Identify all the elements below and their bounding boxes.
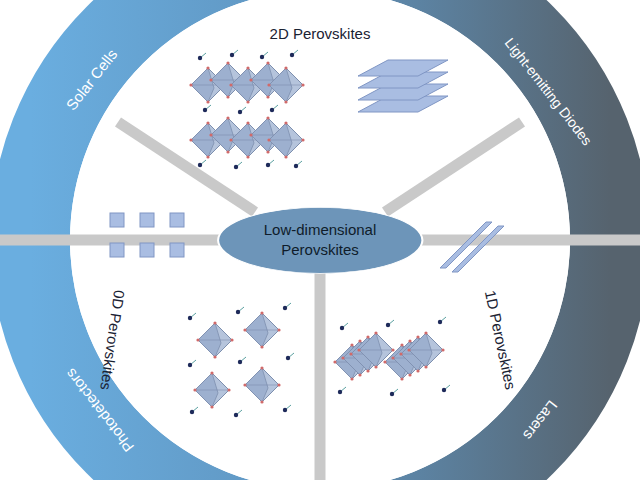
ellipse-outline xyxy=(216,206,425,275)
center-ellipse: Low-dimensional Perovskites xyxy=(216,206,425,275)
node-text: Low-dimensional Perovskites xyxy=(255,220,385,261)
section-label: 2D Perovskites xyxy=(270,26,371,43)
